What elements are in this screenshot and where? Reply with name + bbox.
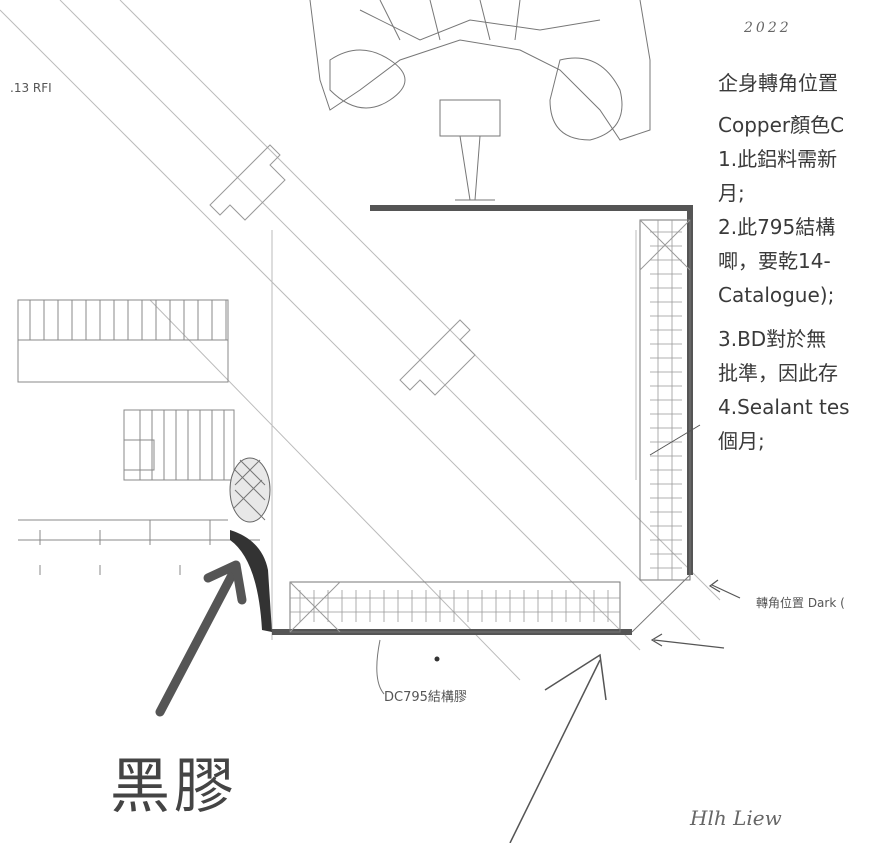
- note-line: 3.BD對於無: [718, 327, 827, 351]
- tick-marks: [39, 520, 211, 575]
- note-line: Copper顏色C: [718, 113, 845, 137]
- marker-dot: [434, 656, 440, 662]
- note-line: 唧，要乾14-: [718, 249, 831, 273]
- ghost-sections: [209, 144, 476, 396]
- handwritten-date: 2022: [744, 20, 792, 36]
- corner-frame: [272, 205, 693, 635]
- black-glue-label: 黑膠: [110, 752, 238, 822]
- note-line: Catalogue);: [718, 283, 835, 307]
- rfi-ref: .13 RFI: [10, 81, 52, 95]
- top-mullion-section: [309, 0, 651, 201]
- construction-lines: [0, 0, 721, 681]
- black-glue-seal: [229, 457, 272, 632]
- corner-position-label: 轉角位置 Dark (: [756, 596, 845, 610]
- handwritten-signature: Hlh Liew: [690, 806, 782, 830]
- note-line: 個月;: [718, 429, 765, 453]
- note-line: 1.此鋁料需新: [718, 147, 838, 171]
- note-line: 2.此795結構: [718, 215, 836, 239]
- note-line: 4.Sealant tes: [718, 395, 850, 419]
- note-line: 批準，因此存: [718, 361, 838, 385]
- dc795-leader: [376, 639, 385, 695]
- annotation-arrows: [155, 424, 741, 843]
- note-line: 月;: [718, 181, 745, 205]
- note-line: 企身轉角位置: [718, 71, 838, 95]
- structural-glue-label: DC795結構膠: [384, 690, 467, 705]
- left-frame: [17, 299, 260, 541]
